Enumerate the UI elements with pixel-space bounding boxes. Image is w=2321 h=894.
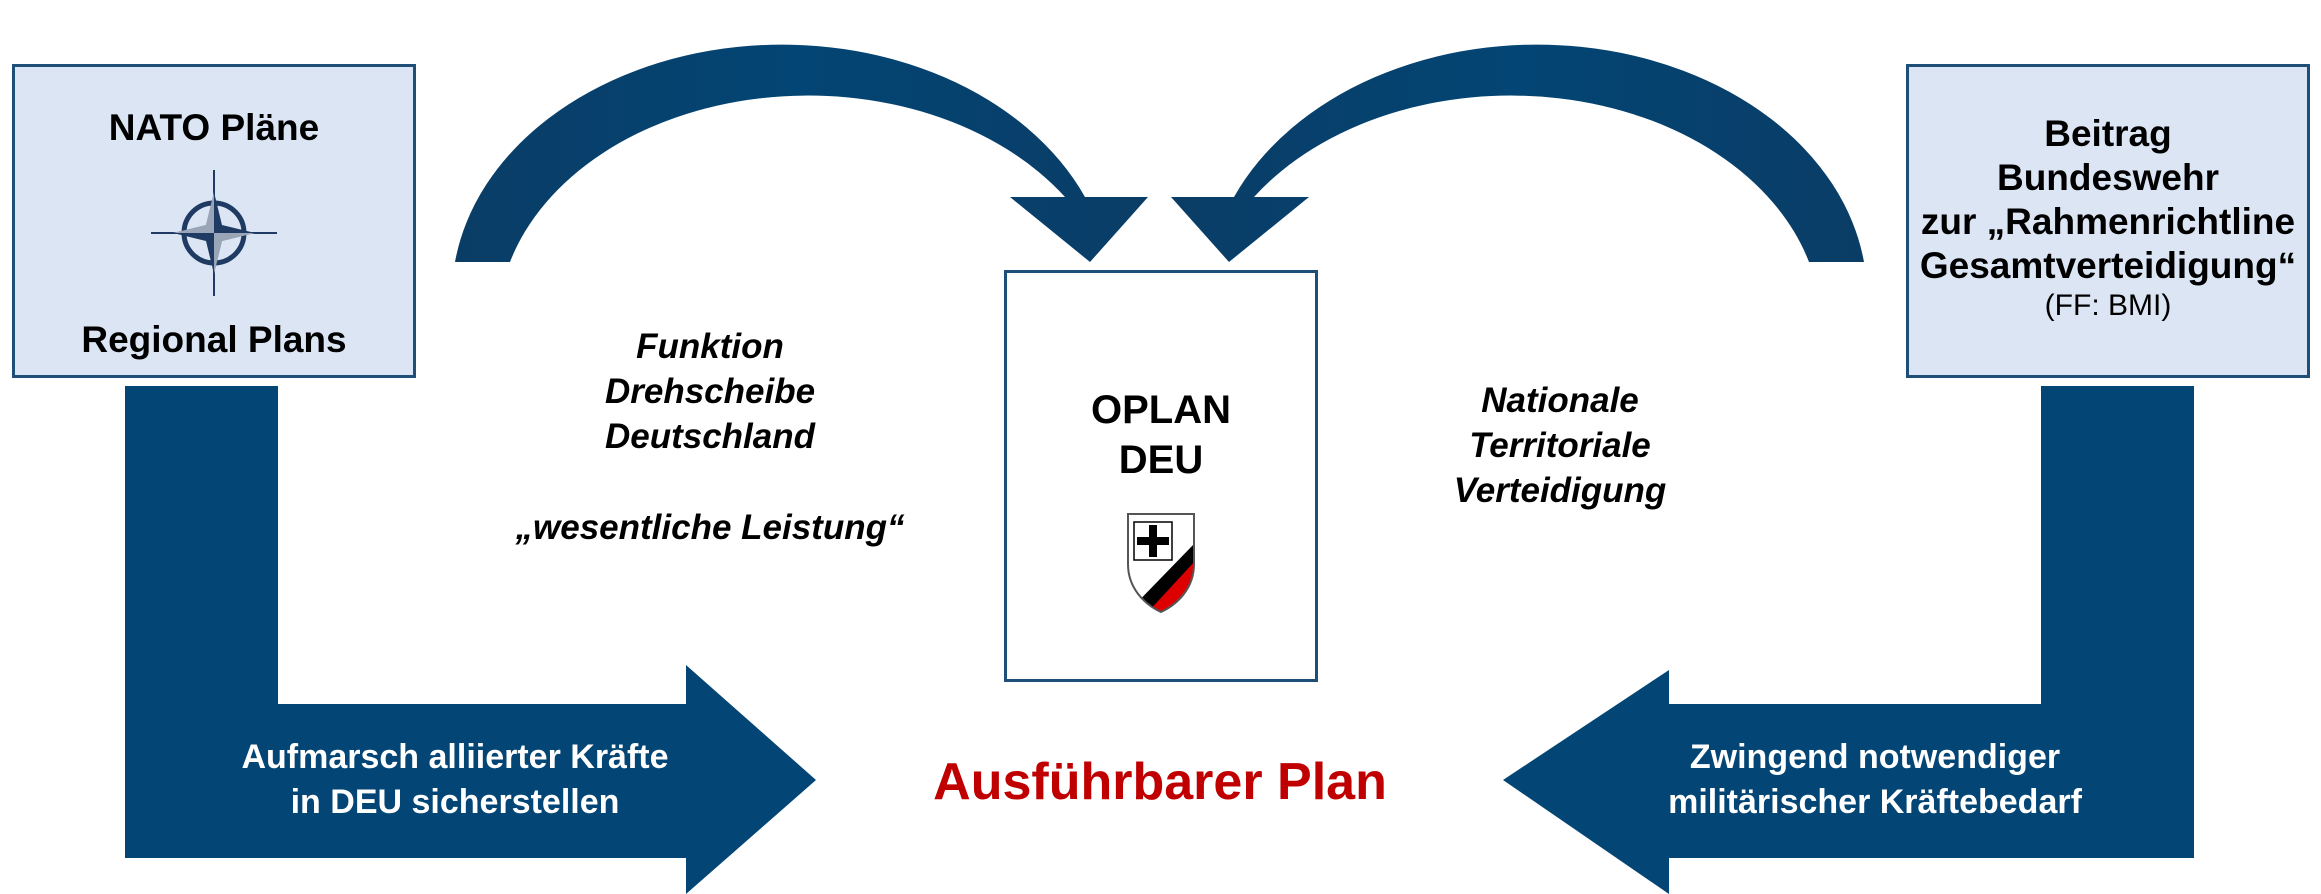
- executable-plan-label: Ausführbarer Plan: [933, 753, 1387, 811]
- l-arrow-right: [1503, 386, 2194, 894]
- nato-compass-star-icon: [151, 170, 277, 296]
- territorial-line-3: Verteidigung: [1453, 471, 1667, 510]
- right-box-note: (FF: BMI): [2044, 289, 2172, 322]
- l-arrow-left: [125, 386, 816, 894]
- nato-plans-title: NATO Pläne: [108, 107, 320, 148]
- oplan-deu-box: [1004, 270, 1318, 682]
- left-arrow-label: Aufmarsch alliierter Kräfte in DEU siche…: [180, 735, 730, 825]
- right-arrow-line-1: Zwingend notwendiger: [1689, 738, 2061, 776]
- right-box-line-2: Bundeswehr: [1996, 157, 2220, 198]
- territorial-defense-text: Nationale Territoriale Verteidigung: [1390, 378, 1730, 513]
- bundeswehr-contribution-text: Beitrag Bundeswehr zur „Rahmenrichtline …: [1906, 112, 2310, 324]
- curved-arrow-right: [1171, 44, 1864, 263]
- hub-germany-text: Funktion Drehscheibe Deutschland: [540, 324, 880, 459]
- left-arrow-line-2: in DEU sicherstellen: [290, 783, 620, 821]
- territorial-line-1: Nationale: [1481, 381, 1639, 420]
- hub-line-1: Funktion: [636, 327, 784, 366]
- territorial-line-2: Territoriale: [1469, 426, 1651, 465]
- hub-line-3: Deutschland: [604, 417, 816, 456]
- right-box-line-1: Beitrag: [2044, 113, 2172, 154]
- right-box-line-4: Gesamtverteidigung“: [1919, 245, 2297, 286]
- right-arrow-label: Zwingend notwendiger militärischer Kräft…: [1600, 735, 2150, 825]
- essential-service-quote: „wesentliche Leistung“: [515, 508, 905, 547]
- oplan-line-2: DEU: [1118, 438, 1204, 482]
- right-arrow-line-2: militärischer Kräftebedarf: [1668, 783, 2082, 821]
- bundeswehr-contribution-box: [1906, 64, 2310, 378]
- right-box-line-3: zur „Rahmenrichtline: [1920, 201, 2296, 242]
- oplan-line-1: OPLAN: [1091, 388, 1231, 432]
- hub-line-2: Drehscheibe: [604, 372, 816, 411]
- bundeswehr-coat-of-arms-icon: [1127, 513, 1195, 614]
- regional-plans-label: Regional Plans: [81, 319, 347, 360]
- left-arrow-line-1: Aufmarsch alliierter Kräfte: [241, 738, 669, 776]
- oplan-deu-title: OPLAN DEU: [1004, 385, 1318, 485]
- curved-arrow-left: [455, 44, 1148, 263]
